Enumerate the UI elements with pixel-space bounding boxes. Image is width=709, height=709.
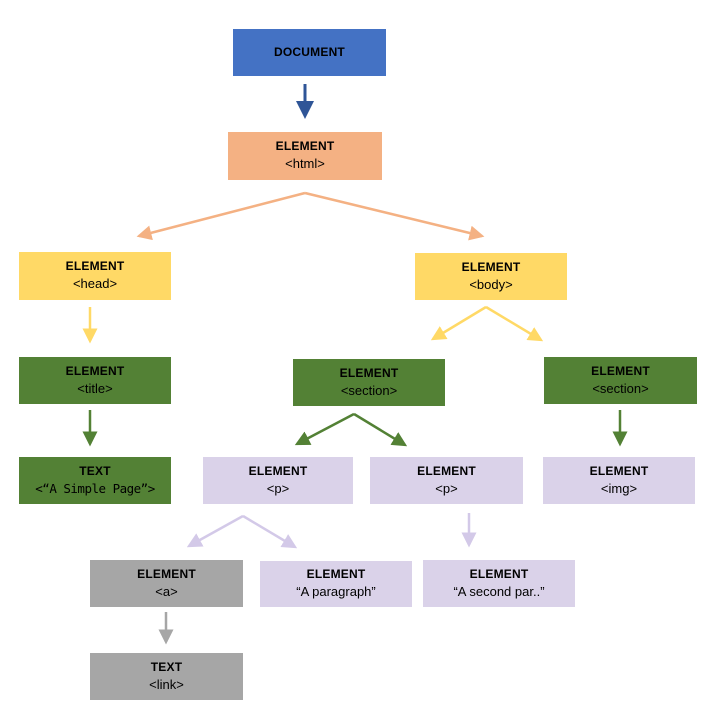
node-title-tag: <title> — [77, 380, 113, 396]
node-document-label: DOCUMENT — [274, 45, 345, 59]
node-element-head: ELEMENT <head> — [19, 252, 171, 300]
node-element-second-paragraph-text: ELEMENT “A second par..” — [423, 560, 575, 607]
node-p1-label: ELEMENT — [248, 463, 308, 478]
node-title-text-value: <“A Simple Page”> — [35, 481, 155, 497]
edge-html-body — [304, 191, 485, 241]
node-p2-label: ELEMENT — [417, 463, 476, 478]
node-img-label: ELEMENT — [589, 463, 649, 478]
node-section1-tag: <section> — [340, 382, 398, 398]
node-section2-tag: <section> — [592, 380, 649, 396]
node-title-label: ELEMENT — [65, 363, 125, 378]
node-a-tag: <a> — [155, 583, 178, 599]
node-element-html: ELEMENT <html> — [228, 132, 382, 180]
node-element-p-1: ELEMENT <p> — [203, 457, 353, 504]
node-element-title: ELEMENT <title> — [19, 357, 171, 404]
node-element-section-2: ELEMENT <section> — [544, 357, 697, 404]
node-p2-text-label: ELEMENT — [469, 566, 529, 581]
node-body-tag: <body> — [469, 276, 513, 292]
node-head-label: ELEMENT — [65, 259, 125, 274]
node-body-label: ELEMENT — [461, 259, 521, 274]
edge-section1-p1 — [294, 412, 355, 446]
edge-p1-a — [186, 514, 244, 548]
node-element-p-2: ELEMENT <p> — [370, 457, 523, 504]
node-element-paragraph-text: ELEMENT “A paragraph” — [260, 561, 412, 607]
node-section2-label: ELEMENT — [591, 363, 650, 378]
node-p1-tag: <p> — [266, 480, 290, 496]
edge-body-section1 — [430, 305, 487, 341]
node-p1-text-value: “A paragraph” — [296, 584, 376, 600]
node-element-img: ELEMENT <img> — [543, 457, 695, 504]
node-document: DOCUMENT — [233, 29, 386, 76]
node-a-text-label: TEXT — [150, 659, 183, 674]
node-text-link: TEXT <link> — [90, 653, 243, 700]
edge-html-head — [136, 191, 306, 241]
node-text-simple-page: TEXT <“A Simple Page”> — [19, 457, 171, 504]
node-element-section-1: ELEMENT <section> — [293, 359, 445, 406]
node-head-tag: <head> — [72, 276, 118, 292]
edge-p1-text — [242, 514, 298, 549]
node-title-text-label: TEXT — [79, 464, 111, 479]
node-p1-text-label: ELEMENT — [306, 567, 366, 582]
edge-body-section2 — [485, 305, 544, 342]
node-img-tag: <img> — [600, 480, 638, 496]
edge-section1-p2 — [353, 412, 408, 447]
node-a-label: ELEMENT — [137, 566, 196, 581]
node-p2-text-value: “A second par..” — [453, 583, 545, 599]
node-element-body: ELEMENT <body> — [415, 253, 567, 300]
node-a-text-value: <link> — [149, 676, 184, 692]
node-section1-label: ELEMENT — [339, 365, 399, 380]
node-html-tag: <html> — [285, 156, 325, 172]
node-element-a: ELEMENT <a> — [90, 560, 243, 607]
node-p2-tag: <p> — [435, 480, 458, 496]
node-html-label: ELEMENT — [275, 139, 335, 154]
